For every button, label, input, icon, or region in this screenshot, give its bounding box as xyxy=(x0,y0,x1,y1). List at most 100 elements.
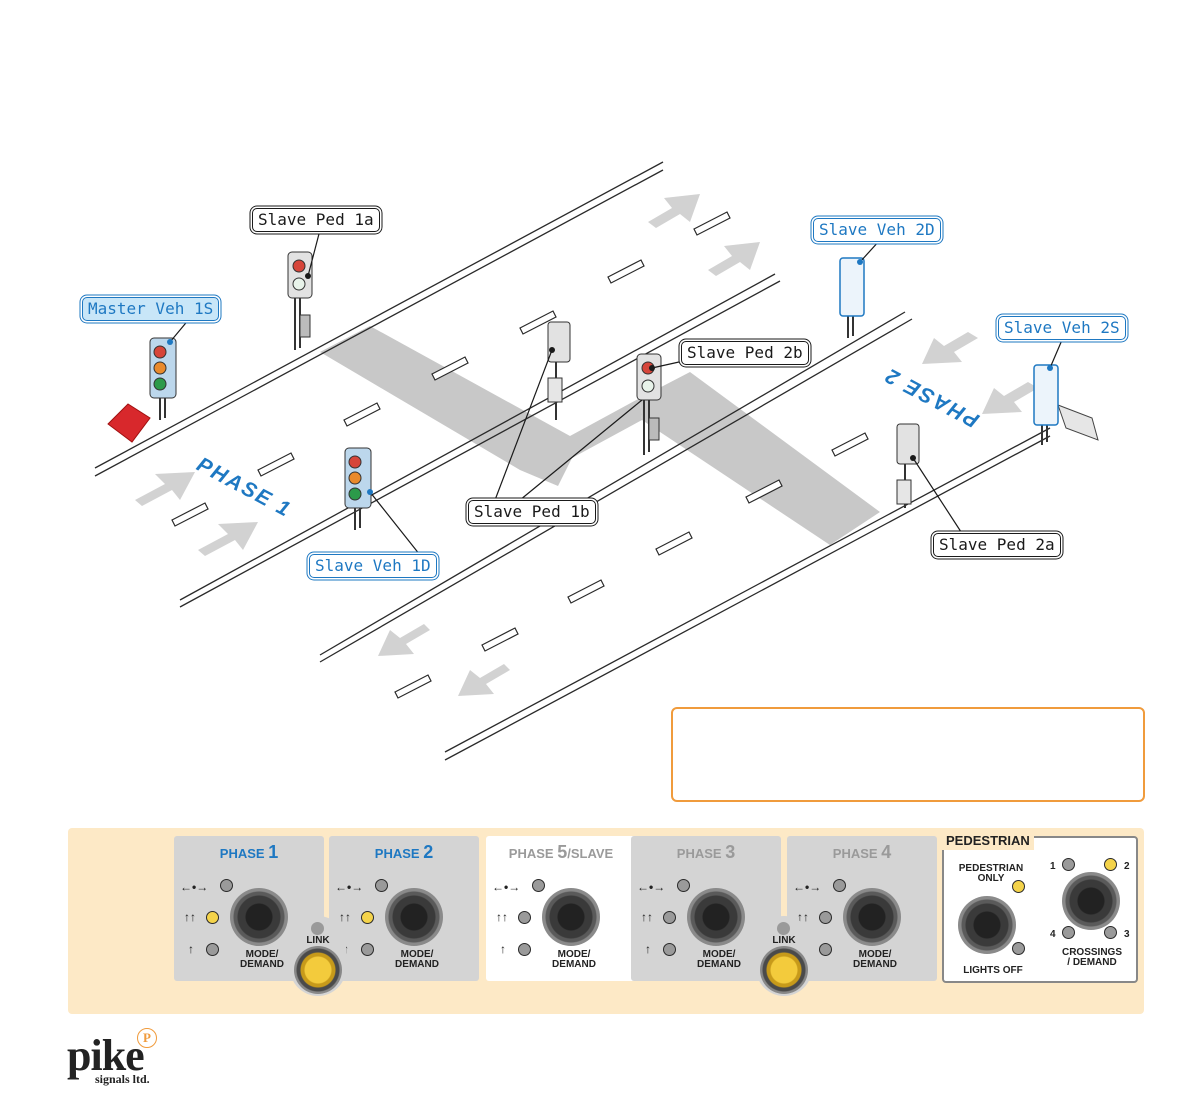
mode-led-1 xyxy=(361,911,374,924)
phase-title: PHASE 2 xyxy=(329,842,479,863)
crossing-area-2 xyxy=(640,372,880,545)
single-up-arrow-icon: ↑ xyxy=(343,942,349,956)
crossings-demand-label: CROSSINGS / DEMAND xyxy=(1052,948,1132,968)
single-up-arrow-icon: ↑ xyxy=(645,942,651,956)
direction-sign xyxy=(1057,404,1099,441)
slave-veh-2d-unit xyxy=(839,257,865,338)
logo-badge: P xyxy=(137,1028,157,1048)
label-slave-veh-1d: Slave Veh 1D xyxy=(309,554,437,578)
phase-word: PHASE xyxy=(374,846,420,861)
both-directions-icon: ←•→ xyxy=(637,880,666,894)
mode-led-0 xyxy=(833,879,846,892)
lights-off-label: LIGHTS OFF xyxy=(963,965,1023,976)
label-slave-ped-2b: Slave Ped 2b xyxy=(681,341,809,365)
mode-demand-knob[interactable] xyxy=(542,888,600,946)
slave-veh-1d-signal xyxy=(344,447,372,530)
pedestrian-only-label: PEDESTRIAN ONLY xyxy=(956,864,1026,884)
road-scene xyxy=(94,161,1099,761)
mode-led-2 xyxy=(663,943,676,956)
phase-number: 4 xyxy=(881,842,892,862)
demand-label: DEMAND xyxy=(552,959,596,970)
mode-led-2 xyxy=(206,943,219,956)
note-box xyxy=(671,707,1145,802)
mode-led-0 xyxy=(375,879,388,892)
phase-title: PHASE 5/SLAVE xyxy=(486,842,636,863)
pedestrian-only-led xyxy=(1012,880,1025,893)
crossing-led-1 xyxy=(1062,858,1075,871)
phase-card-5: PHASE 5/SLAVE←•→↑↑↑MODE/DEMAND xyxy=(486,836,636,981)
direction-arrows xyxy=(135,194,1038,696)
link-button-2[interactable] xyxy=(760,946,808,994)
phase-card-4: PHASE 4←•→↑↑↑MODE/DEMAND xyxy=(787,836,937,981)
pedestrian-title: PEDESTRIAN xyxy=(942,832,1034,850)
lights-off-led xyxy=(1012,942,1025,955)
crossing-num-4: 4 xyxy=(1050,929,1056,940)
mode-label: MODE/ xyxy=(858,949,892,960)
mode-label: MODE/ xyxy=(702,949,736,960)
slave-ped-2a-unit xyxy=(896,423,920,508)
master-veh-1s-signal xyxy=(149,337,177,420)
label-slave-ped-1a: Slave Ped 1a xyxy=(252,208,380,232)
mode-demand-knob[interactable] xyxy=(843,888,901,946)
slave-ped-2b-signal xyxy=(636,353,662,455)
phase-card-3: PHASE 3←•→↑↑↑MODE/DEMAND xyxy=(631,836,781,981)
mode-demand-knob[interactable] xyxy=(230,888,288,946)
link-button-1[interactable] xyxy=(294,946,342,994)
mode-led-0 xyxy=(677,879,690,892)
pike-logo: pike signals ltd. P xyxy=(67,1028,157,1086)
phase-word: PHASE xyxy=(676,846,722,861)
mode-label: MODE/ xyxy=(400,949,434,960)
double-up-arrow-icon: ↑↑ xyxy=(339,910,351,924)
double-up-arrow-icon: ↑↑ xyxy=(496,910,508,924)
mode-led-1 xyxy=(518,911,531,924)
mode-demand-label: MODE/DEMAND xyxy=(845,950,905,970)
logo-name: pike xyxy=(67,1031,145,1080)
crossing-num-1: 1 xyxy=(1050,861,1056,872)
phase-title: PHASE 1 xyxy=(174,842,324,863)
label-slave-veh-2s: Slave Veh 2S xyxy=(998,316,1126,340)
both-directions-icon: ←•→ xyxy=(180,880,209,894)
mode-led-1 xyxy=(819,911,832,924)
single-up-arrow-icon: ↑ xyxy=(188,942,194,956)
both-directions-icon: ←•→ xyxy=(793,880,822,894)
crossing-led-2 xyxy=(1104,858,1117,871)
lane-dashes xyxy=(171,211,869,699)
pedestrian-knob[interactable] xyxy=(958,896,1016,954)
pedestrian-only-text: PEDESTRIAN ONLY xyxy=(958,863,1024,884)
phase-number: 1 xyxy=(268,842,279,862)
label-slave-ped-2a: Slave Ped 2a xyxy=(933,533,1061,557)
mode-label: MODE/ xyxy=(557,949,591,960)
crossing-led-4 xyxy=(1062,926,1075,939)
label-slave-ped-1b: Slave Ped 1b xyxy=(468,500,596,524)
mode-led-2 xyxy=(361,943,374,956)
link-label-2: LINK xyxy=(772,935,796,946)
mode-demand-label: MODE/DEMAND xyxy=(544,950,604,970)
demand-label: DEMAND xyxy=(853,959,897,970)
crossings-demand-text: CROSSINGS / DEMAND xyxy=(1061,947,1122,968)
red-sign xyxy=(107,403,151,443)
slave-veh-2s-unit xyxy=(1033,364,1059,445)
double-up-arrow-icon: ↑↑ xyxy=(184,910,196,924)
crossings-knob[interactable] xyxy=(1062,872,1120,930)
mode-demand-label: MODE/DEMAND xyxy=(232,950,292,970)
phase-title: PHASE 3 xyxy=(631,842,781,863)
both-directions-icon: ←•→ xyxy=(335,880,364,894)
link-led-1 xyxy=(311,922,324,935)
mode-demand-label: MODE/DEMAND xyxy=(689,950,749,970)
leader-dots xyxy=(167,259,1053,495)
phase-word: PHASE xyxy=(508,846,554,861)
mode-demand-label: MODE/DEMAND xyxy=(387,950,447,970)
both-directions-icon: ←•→ xyxy=(492,880,521,894)
mode-demand-knob[interactable] xyxy=(687,888,745,946)
crossing-area xyxy=(320,326,642,486)
mode-label: MODE/ xyxy=(245,949,279,960)
mode-led-1 xyxy=(206,911,219,924)
mode-led-0 xyxy=(532,879,545,892)
demand-label: DEMAND xyxy=(240,959,284,970)
mode-demand-knob[interactable] xyxy=(385,888,443,946)
double-up-arrow-icon: ↑↑ xyxy=(641,910,653,924)
phase-card-2: PHASE 2←•→↑↑↑MODE/DEMAND xyxy=(329,836,479,981)
mode-led-0 xyxy=(220,879,233,892)
demand-label: DEMAND xyxy=(395,959,439,970)
